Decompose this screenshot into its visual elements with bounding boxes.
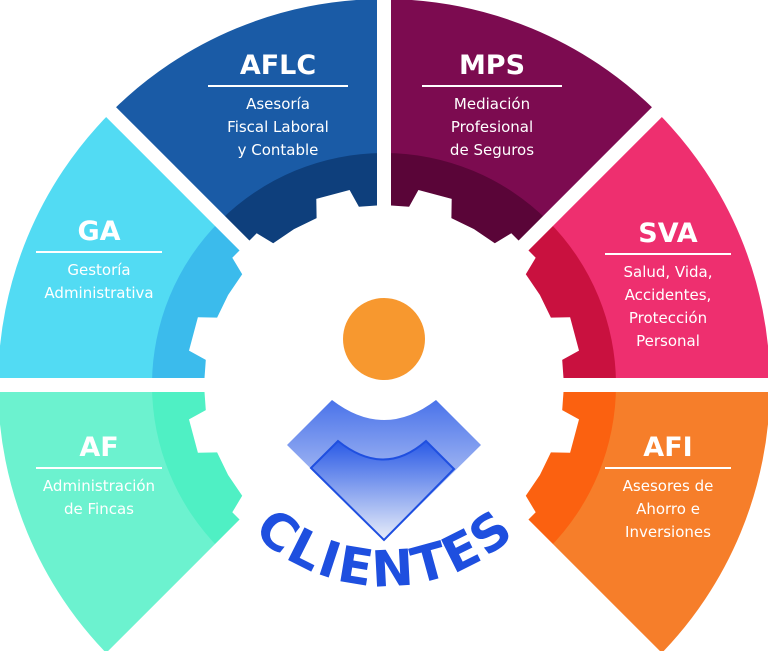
segment-abbr: MPS bbox=[422, 50, 562, 87]
gear-shape bbox=[189, 190, 579, 580]
person-body-inner-icon bbox=[309, 439, 456, 542]
segment-abbr: GA bbox=[36, 216, 162, 253]
segment-abbr: AF bbox=[36, 432, 162, 469]
segment-abbr: AFI bbox=[605, 432, 731, 469]
segment-abbr: AFLC bbox=[208, 50, 348, 87]
person-head-icon bbox=[343, 298, 425, 380]
segment-abbr: SVA bbox=[605, 218, 731, 255]
